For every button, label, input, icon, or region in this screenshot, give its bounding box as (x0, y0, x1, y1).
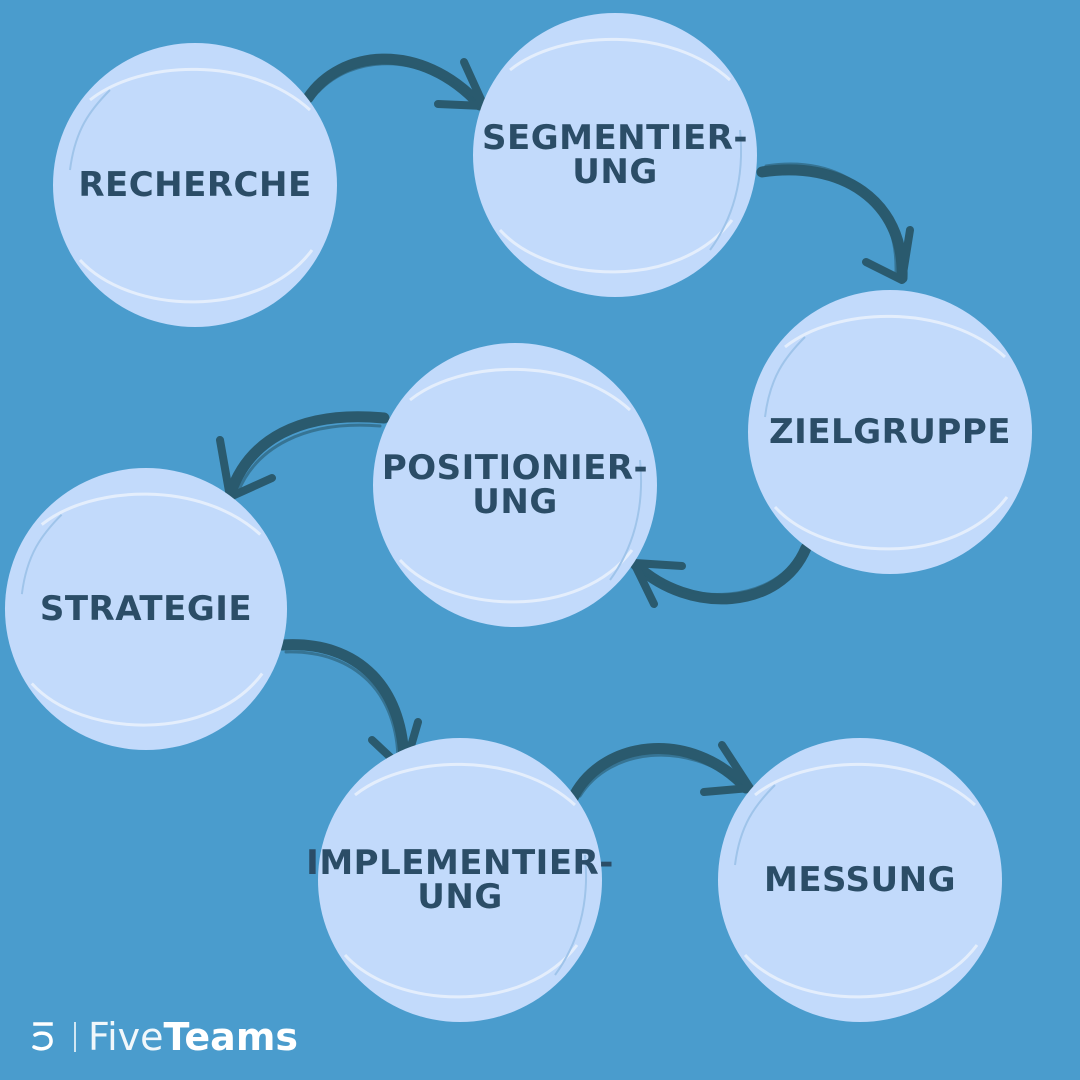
step-label: MESSUNG (764, 860, 956, 900)
brush-circle (53, 43, 337, 327)
fiveteams-5-logo-icon (32, 1022, 53, 1051)
brush-circle (318, 738, 602, 1022)
arrow-segmentierung-to-zielgruppe (756, 162, 914, 284)
brush-circle (718, 738, 1002, 1022)
step-recherche: RECHERCHE (50, 40, 340, 330)
step-label: SEGMENTIER- UNG (482, 118, 748, 192)
step-positionierung: POSITIONIER- UNG (370, 340, 660, 630)
brush-circle (473, 13, 757, 297)
step-segmentierung: SEGMENTIER- UNG (470, 10, 760, 300)
step-implementierung: IMPLEMENTIER- UNG (306, 735, 613, 1025)
step-label: RECHERCHE (78, 165, 312, 205)
brand-name-teams: Teams (163, 1015, 299, 1059)
brush-circle (373, 343, 657, 627)
step-strategie: STRATEGIE (2, 465, 290, 753)
step-label: STRATEGIE (39, 589, 253, 629)
step-messung: MESSUNG (715, 735, 1005, 1025)
brush-circle (4, 467, 288, 751)
step-zielgruppe: ZIELGRUPPE (745, 287, 1035, 577)
brand-name-five: Five (88, 1015, 164, 1059)
brand-logo: Five Teams (30, 1012, 298, 1062)
brand-divider (74, 1022, 76, 1052)
step-label: ZIELGRUPPE (769, 412, 1011, 452)
brush-circle (748, 290, 1032, 574)
step-label: POSITIONIER- UNG (381, 448, 649, 522)
step-label: IMPLEMENTIER- UNG (306, 843, 614, 917)
